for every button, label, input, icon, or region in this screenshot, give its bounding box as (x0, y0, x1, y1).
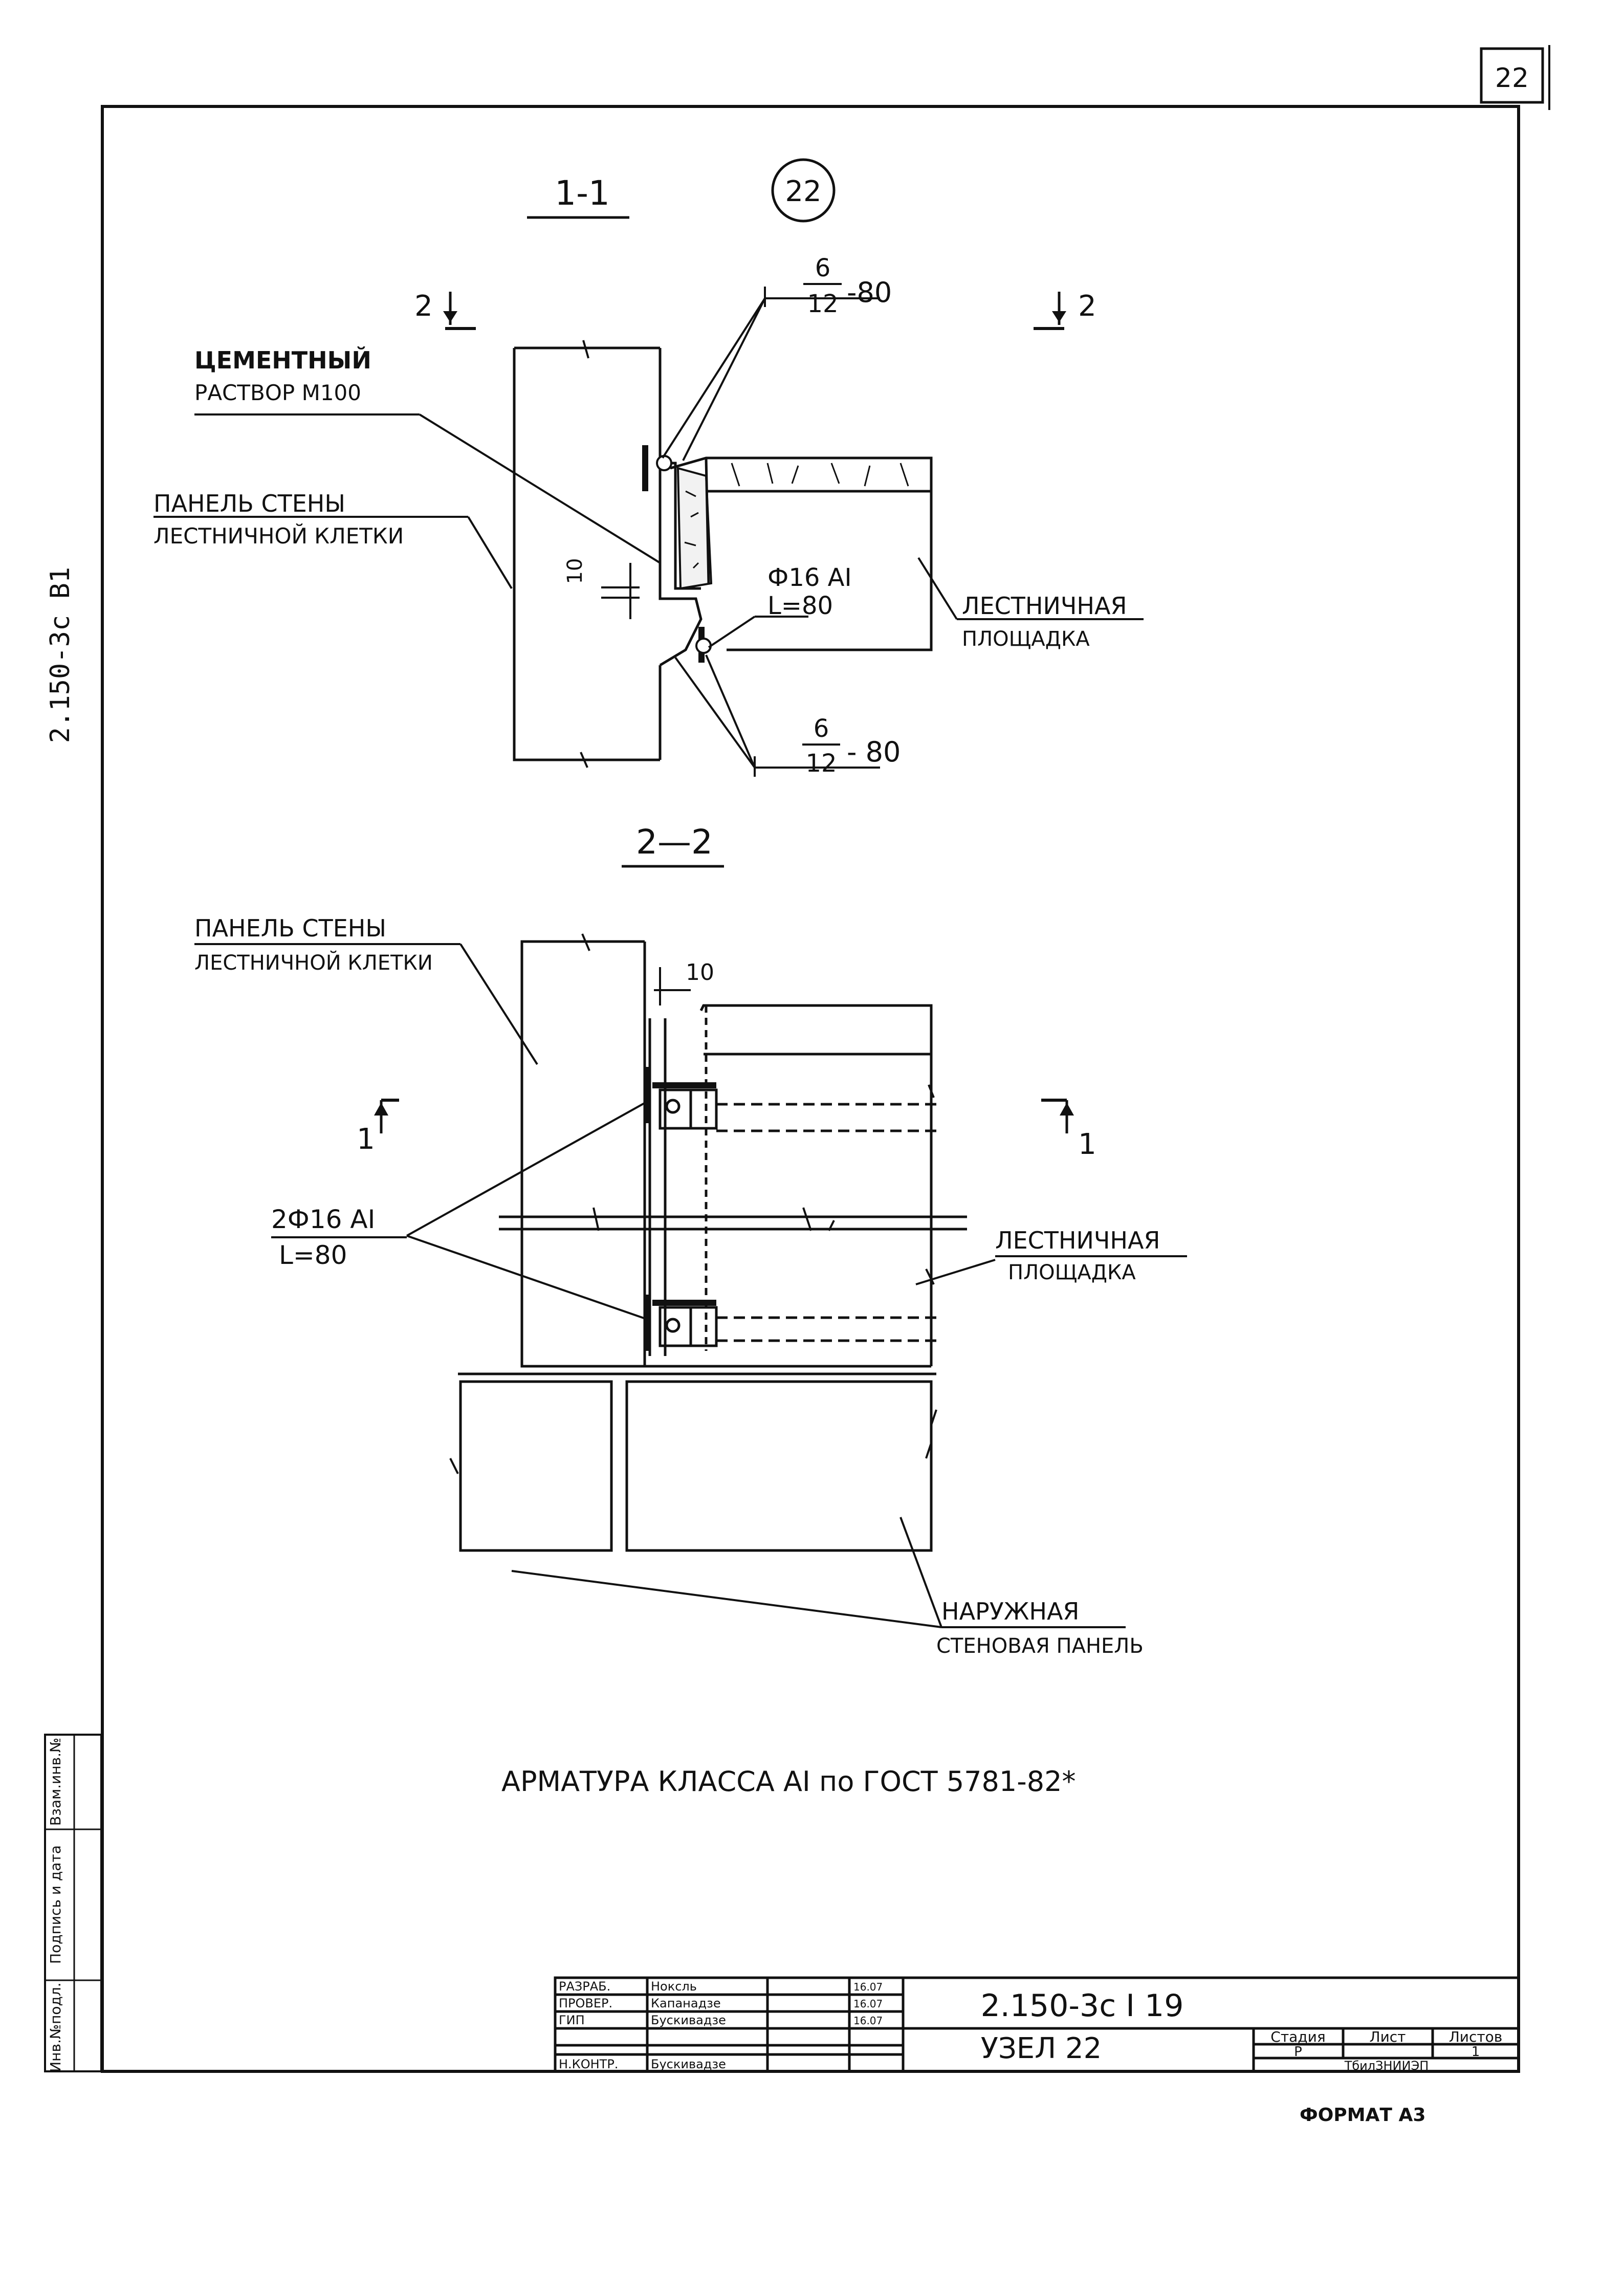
sheet-badge-number: 22 (1495, 63, 1529, 94)
cut-marker-2-right: 2 (1078, 290, 1096, 323)
section-2-2: 2—2 1 1 (194, 822, 1187, 1658)
title-block-name-2: Бускивадзе (651, 2013, 726, 2027)
sheets-header: Листов (1449, 2028, 1503, 2045)
label-wall-panel-2-line1: ПАНЕЛЬ СТЕНЫ (194, 914, 386, 942)
svg-text:12: 12 (805, 749, 837, 778)
section-1-1: 1-1 22 2 2 (153, 158, 1144, 778)
title-block-role-6: Н.КОНТР. (559, 2057, 618, 2071)
left-stamp-strip: Инв.№подл. Подпись и дата Взам.инв.№ (44, 1734, 102, 2072)
landing-slab-1-1 (670, 456, 933, 651)
label-landing-1-line2: ПЛОЩАДКА (962, 627, 1090, 651)
title-block (554, 1976, 1520, 2073)
sheet-format: ФОРМАТ А3 (1300, 2105, 1425, 2126)
gap-dimension-1-1 (601, 563, 640, 619)
node-title: УЗЕЛ 22 (981, 2032, 1102, 2065)
break-line-2-2 (499, 1207, 967, 1231)
title-block-role-0: РАЗРАБ. (559, 1979, 610, 1994)
title-block-role-1: ПРОВЕР. (559, 1996, 612, 2010)
label-mortar-line2: РАСТВОР М100 (194, 380, 361, 405)
leaders-2-2 (194, 943, 1126, 1628)
label-rods-2-line1: 2Ф16 АI (271, 1205, 375, 1234)
svg-text:12: 12 (807, 290, 838, 318)
leaders-1-1 (153, 287, 1144, 777)
title-block-name-0: Ноксль (651, 1979, 697, 1994)
node-number-circle (771, 158, 836, 223)
stage-value: Р (1294, 2044, 1302, 2060)
organization-name: ТбилЗНИИЭП (1344, 2059, 1429, 2073)
cut-marker-2-left: 2 (414, 290, 433, 323)
label-landing-1-line1: ЛЕСТНИЧНАЯ (962, 592, 1127, 620)
svg-text:- 80: - 80 (847, 736, 901, 768)
reinforcement-note: АРМАТУРА КЛАССА АI по ГОСТ 5781-82* (501, 1765, 1076, 1798)
wall-panel-1-1 (513, 340, 662, 768)
label-wall-panel-1-line2: ЛЕСТНИЧНОЙ КЛЕТКИ (153, 523, 404, 549)
stage-header: Стадия (1270, 2028, 1325, 2045)
label-rods-2-line2: L=80 (279, 1240, 347, 1270)
section-2-2-title: 2—2 (636, 822, 713, 862)
label-landing-2-line2: ПЛОЩАДКА (1008, 1261, 1136, 1284)
label-rod-1-line1: Ф16 АI (767, 563, 852, 592)
svg-text:6: 6 (815, 254, 831, 282)
label-landing-2-line1: ЛЕСТНИЧНАЯ (995, 1227, 1160, 1254)
title-block-date-1: 16.07 (853, 1998, 883, 2010)
title-block-name-6: Бускивадзе (651, 2057, 726, 2071)
label-outer-panel-line2: СТЕНОВАЯ ПАНЕЛЬ (936, 1634, 1144, 1658)
stamp-inv-number: Инв.№подл. (47, 1982, 64, 2072)
label-rod-1-line2: L=80 (767, 592, 833, 620)
label-wall-panel-2-line2: ЛЕСТНИЧНОЙ КЛЕТКИ (194, 950, 433, 975)
wall-panel-2-2 (520, 933, 931, 1368)
section-1-1-title: 1-1 (555, 173, 610, 213)
label-wall-panel-1-line1: ПАНЕЛЬ СТЕНЫ (153, 490, 345, 517)
embedded-plate-bottom (644, 1295, 718, 1351)
landing-slab-2-2 (648, 1004, 937, 1426)
weld-label-top: 6 12 -80 (803, 254, 892, 318)
svg-text:-80: -80 (847, 276, 892, 309)
node-number: 22 (785, 175, 821, 208)
title-block-role-2: ГИП (559, 2013, 585, 2027)
label-outer-panel-line1: НАРУЖНАЯ (941, 1598, 1079, 1625)
sheet-number-badge: 22 (1480, 45, 1550, 110)
rod-top (656, 455, 672, 471)
cut-marker-1-left: 1 (357, 1123, 375, 1156)
document-code: 2.150-3с I 19 (981, 1988, 1184, 2024)
svg-text:6: 6 (814, 714, 829, 743)
embedded-plate-top (644, 1067, 718, 1130)
sheets-value: 1 (1472, 2044, 1480, 2060)
title-block-name-1: Капанадзе (651, 1996, 721, 2010)
rod-bottom (695, 638, 712, 654)
cut-marker-1-right: 1 (1078, 1128, 1096, 1161)
sheet-header: Лист (1370, 2028, 1406, 2045)
gap-value-1-1: 10 (563, 558, 587, 584)
mortar-joint (642, 445, 713, 667)
title-block-date-2: 16.07 (853, 2015, 883, 2027)
outer-wall-panel (449, 1372, 936, 1552)
side-document-code: 2.150-3с В1 (45, 567, 76, 743)
title-block-date-0: 16.07 (853, 1981, 883, 1993)
stamp-replaced-inv: Взам.инв.№ (47, 1738, 64, 1826)
label-mortar-line1: ЦЕМЕНТНЫЙ (194, 346, 371, 374)
gap-value-2-2: 10 (686, 959, 714, 986)
stamp-signature-date: Подпись и дата (47, 1845, 64, 1964)
weld-label-bottom: 6 12 - 80 (802, 714, 901, 778)
